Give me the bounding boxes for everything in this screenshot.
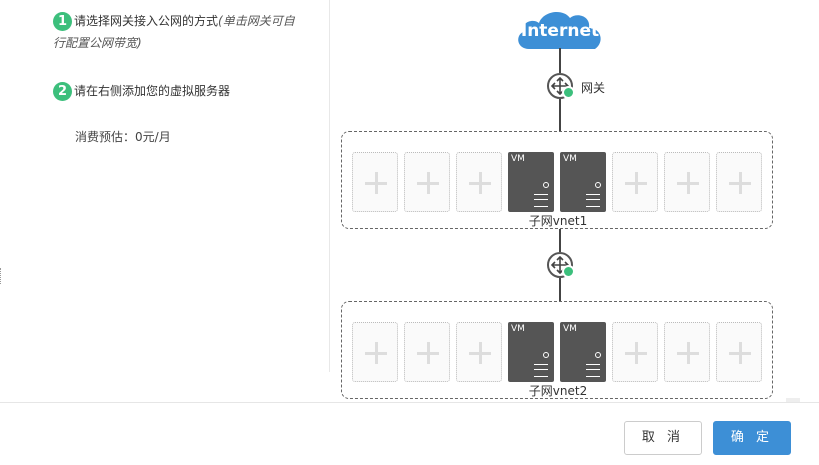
plus-icon xyxy=(717,153,763,213)
cost-label: 消费预估： xyxy=(75,130,136,144)
network-diagram: Internet 网关 VM VM 子网vnet1 VM xyxy=(330,0,819,403)
subnet-vnet2: VM VM 子网vnet2 xyxy=(341,301,773,399)
plus-icon xyxy=(457,153,503,213)
confirm-button[interactable]: 确 定 xyxy=(713,421,791,455)
plus-icon xyxy=(665,323,711,383)
vm-menu-icon xyxy=(534,194,548,207)
subnet-vnet1: VM VM 子网vnet1 xyxy=(341,131,773,229)
vm-power-icon xyxy=(543,182,549,188)
subnet-router-icon[interactable] xyxy=(547,252,575,278)
add-server-slot[interactable] xyxy=(456,152,502,212)
add-server-slot[interactable] xyxy=(716,322,762,382)
vm-server[interactable]: VM xyxy=(560,152,606,212)
plus-icon xyxy=(353,153,399,213)
plus-icon xyxy=(613,323,659,383)
router-status-icon xyxy=(562,265,575,278)
vm-label: VM xyxy=(563,154,577,164)
add-server-slot[interactable] xyxy=(404,322,450,382)
link-internet-gateway xyxy=(559,48,561,73)
vm-power-icon xyxy=(595,352,601,358)
dialog-footer: 取 消 确 定 xyxy=(0,402,819,465)
link-subnet1-router xyxy=(559,229,561,252)
subnet-label: 子网vnet1 xyxy=(527,214,589,228)
cost-value: 0元/月 xyxy=(135,130,171,144)
link-router-subnet2 xyxy=(559,278,561,301)
vm-label: VM xyxy=(511,324,525,334)
plus-icon xyxy=(405,153,451,213)
cost-estimate: 消费预估：0元/月 xyxy=(75,128,171,145)
add-server-slot[interactable] xyxy=(352,322,398,382)
plus-icon xyxy=(457,323,503,383)
plus-icon xyxy=(353,323,399,383)
add-server-slot[interactable] xyxy=(612,152,658,212)
step-2-badge: 2 xyxy=(53,82,72,101)
step-1-hint: (单击网关可自行配置公网带宽) xyxy=(53,14,295,50)
step-1-text: 请选择网关接入公网的方式 xyxy=(74,14,219,28)
gateway-router-icon[interactable] xyxy=(547,73,575,99)
panel-divider xyxy=(329,0,330,372)
gateway-label: 网关 xyxy=(581,81,606,95)
add-server-slot[interactable] xyxy=(664,322,710,382)
plus-icon xyxy=(717,323,763,383)
add-server-slot[interactable] xyxy=(716,152,762,212)
add-server-slot[interactable] xyxy=(404,152,450,212)
step-1-badge: 1 xyxy=(53,12,72,31)
plus-icon xyxy=(613,153,659,213)
plus-icon xyxy=(665,153,711,213)
vm-menu-icon xyxy=(586,194,600,207)
vm-label: VM xyxy=(511,154,525,164)
subnet-slots: VM VM xyxy=(352,322,768,384)
vm-power-icon xyxy=(543,352,549,358)
vm-server[interactable]: VM xyxy=(508,322,554,382)
step-2-text: 请在右侧添加您的虚拟服务器 xyxy=(74,84,231,98)
add-server-slot[interactable] xyxy=(612,322,658,382)
add-server-slot[interactable] xyxy=(664,152,710,212)
scrollbar[interactable] xyxy=(786,398,800,402)
plus-icon xyxy=(405,323,451,383)
add-server-slot[interactable] xyxy=(352,152,398,212)
internet-cloud-icon[interactable]: Internet xyxy=(515,8,605,50)
resize-handle[interactable] xyxy=(0,268,3,284)
subnet-slots: VM VM xyxy=(352,152,768,214)
gateway-status-icon xyxy=(562,86,575,99)
vm-server[interactable]: VM xyxy=(560,322,606,382)
internet-label: Internet xyxy=(520,21,600,41)
link-gateway-subnet1 xyxy=(559,99,561,131)
subnet-label: 子网vnet2 xyxy=(527,384,589,398)
vm-power-icon xyxy=(595,182,601,188)
vm-server[interactable]: VM xyxy=(508,152,554,212)
add-server-slot[interactable] xyxy=(456,322,502,382)
cancel-button[interactable]: 取 消 xyxy=(624,421,702,455)
vm-menu-icon xyxy=(534,364,548,377)
vm-menu-icon xyxy=(586,364,600,377)
vm-label: VM xyxy=(563,324,577,334)
